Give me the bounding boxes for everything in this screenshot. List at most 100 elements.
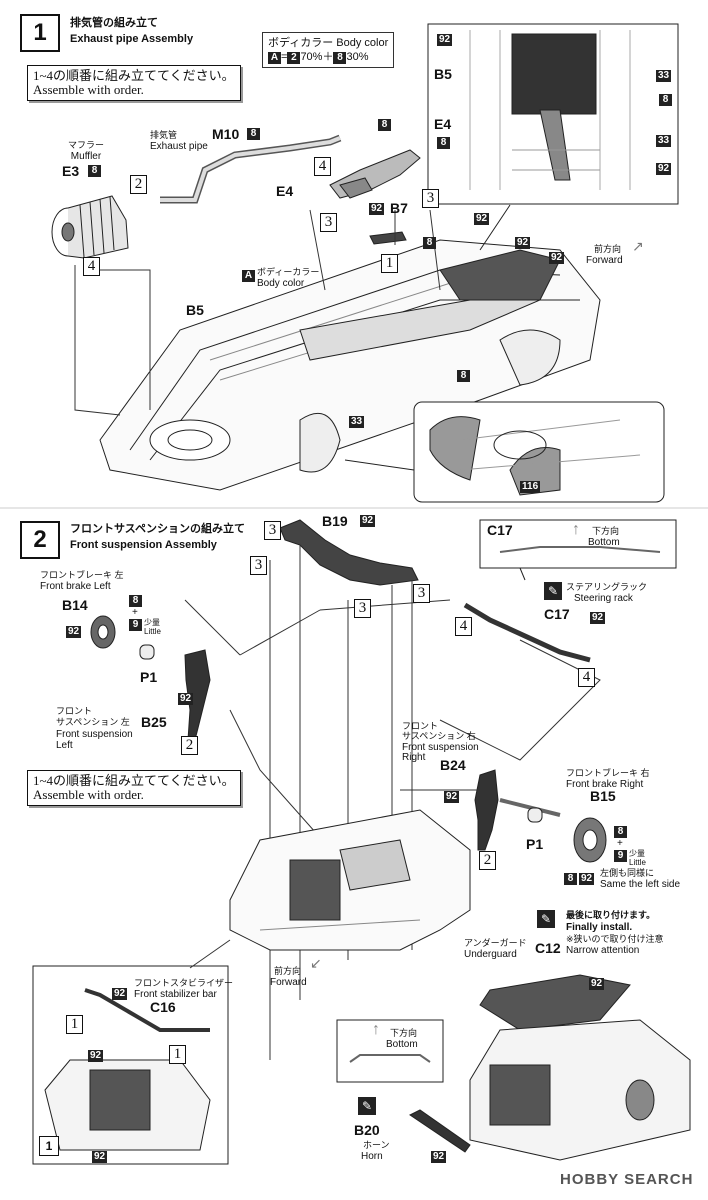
exhaust-pipe-color: 8 [247, 128, 260, 140]
final-en: Finally install. [566, 922, 633, 933]
inset-33-b: 33 [656, 135, 672, 147]
b5-part: B5 [186, 302, 204, 318]
bracket-b7-drawing [369, 231, 407, 245]
brake-right-little-jp: 少量 [629, 849, 645, 858]
callout-116: 116 [520, 481, 541, 493]
s2-order-3-a: 3 [264, 521, 281, 540]
b19-part: B19 [322, 513, 348, 529]
brake-left-part: B14 [62, 597, 88, 613]
order-3-square-b: 3 [320, 213, 337, 232]
step1-title-jp: 排気管の組み立て [70, 17, 158, 29]
note-jp: 1~4の順番に組み立ててください。 [33, 68, 235, 83]
brake-left-drawing [90, 615, 155, 660]
stabilizer-92-c: 92 [92, 1151, 108, 1163]
horn-jp: ホーン [363, 1140, 390, 1150]
brake-left-c8: 8 [129, 595, 142, 607]
susp-right-jp2: サスペンション 右 [402, 731, 476, 741]
horn-b20-drawing [409, 1109, 471, 1153]
inset-e4: E4 [434, 116, 452, 132]
s2-order-3-d: 3 [413, 584, 430, 603]
s2-order-4-b: 4 [578, 668, 595, 687]
step1-order-note: 1~4の順番に組み立ててください。 Assemble with order. [27, 65, 241, 101]
color-box-p2: 30% [346, 51, 369, 63]
s2-order-3-b: 3 [250, 556, 267, 575]
susp-left-part: B25 [141, 714, 167, 730]
steering-part: C17 [544, 606, 570, 622]
brake-right-en: Front brake Right [566, 779, 644, 790]
stabilizer-order-1-a: 1 [66, 1015, 83, 1034]
final-jp: 最後に取り付けます。 [566, 910, 656, 920]
exhaust-pipe-en: Exhaust pipe [150, 141, 208, 152]
e4-part: E4 [276, 183, 294, 199]
brake-right-part: B15 [590, 788, 616, 804]
catalyst-drawing [329, 149, 421, 199]
s2-order-2-b: 2 [479, 851, 496, 870]
body-color-en: Body color [257, 278, 305, 289]
stabilizer-color: 92 [112, 988, 128, 1000]
chassis-step1-drawing [99, 239, 601, 491]
brake-left-plus: + [132, 607, 138, 618]
horn-up-arrow-icon: ↑ [372, 1021, 380, 1038]
watermark: HOBBY SEARCH [560, 1171, 694, 1188]
horn-bottom-box [336, 1019, 444, 1083]
stabilizer-92-b: 92 [88, 1050, 104, 1062]
final-caution-icon: ✎ [537, 910, 555, 928]
brake-right-same-en: Same the left side [600, 879, 681, 890]
brake-right-little-en: Little [629, 858, 646, 867]
s2-forward-en: Forward [270, 977, 307, 988]
p1-right: P1 [526, 836, 544, 852]
brake-right-jp: フロントブレーキ 右 [566, 768, 650, 778]
c17-bottom-box [479, 519, 677, 569]
brake-right-c8: 8 [614, 826, 627, 838]
body-color-jp: ボディーカラー [257, 267, 320, 277]
brake-left-en: Front brake Left [40, 581, 111, 592]
underguard-jp: アンダーガード [464, 938, 527, 948]
suspension-right-drawing [474, 769, 499, 851]
horn-en: Horn [361, 1151, 383, 1162]
step2-title-en: Front suspension Assembly [70, 539, 217, 551]
inset-8-a: 8 [659, 94, 672, 106]
stabilizer-part: C16 [150, 999, 176, 1015]
c17-box-part: C17 [487, 522, 513, 538]
susp-right-color: 92 [444, 791, 460, 803]
susp-right-jp1: フロント [402, 721, 439, 731]
crossmember-b19-drawing [279, 519, 419, 586]
color-box-a-label: A [268, 52, 281, 64]
final-warn-en: Narrow attention [566, 945, 640, 956]
brake-right-color: 92 [579, 873, 595, 885]
s2-forward-arrow-icon: ↙ [310, 955, 322, 971]
exhaust-pipe-jp: 排気管 [150, 130, 178, 140]
up-arrow-icon: ↑ [572, 521, 580, 538]
horn-caution-icon: ✎ [358, 1097, 376, 1115]
callout-92-c: 92 [549, 252, 565, 264]
inset-92-b: 92 [656, 163, 672, 175]
steering-en: Steering rack [574, 593, 633, 604]
muffler-part: E3 [62, 163, 80, 179]
order-2-square: 2 [130, 175, 147, 194]
color-box-line1: ボディカラー Body color [268, 37, 389, 49]
muffler-jp: マフラー [67, 140, 105, 150]
susp-left-jp2: サスペンション 左 [56, 717, 130, 727]
muffler-en: Muffler [70, 151, 102, 162]
c17-box-en: Bottom [588, 537, 620, 548]
exhaust-pipe-part: M10 [212, 126, 240, 142]
inset-b5: B5 [434, 66, 452, 82]
brake-right-c8b: 8 [564, 873, 577, 885]
stabilizer-step-ref: 1 [39, 1136, 59, 1156]
horn-color: 92 [431, 1151, 447, 1163]
order-4-square: 4 [314, 157, 331, 176]
susp-right-en2: Right [402, 752, 426, 763]
step-number-2: 2 [20, 521, 60, 559]
color-box-eq: = [281, 51, 288, 63]
inset-8-b: 8 [437, 137, 450, 149]
b7-part: B7 [390, 200, 408, 216]
forward-jp: 前方向 [594, 244, 622, 254]
susp-left-color: 92 [178, 693, 194, 705]
brake-left-c9: 9 [129, 619, 142, 631]
callout-8-b: 8 [457, 370, 470, 382]
horn-box-en: Bottom [386, 1039, 418, 1050]
muffler-color: 8 [88, 165, 101, 177]
order-1-square: 1 [381, 254, 398, 273]
stabilizer-jp: フロントスタビライザー [134, 978, 234, 988]
